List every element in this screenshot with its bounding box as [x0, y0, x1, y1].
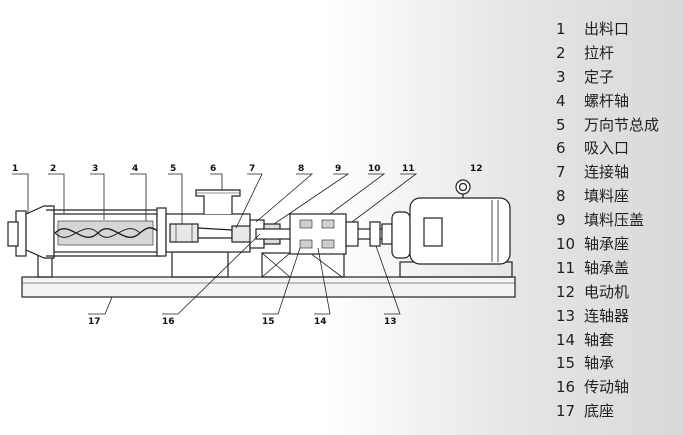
- legend-number: 15: [556, 354, 576, 373]
- legend-label: 填料座: [584, 187, 630, 206]
- legend-label: 底座: [584, 402, 615, 421]
- legend-item: 4 螺杆轴: [556, 90, 659, 114]
- rotor-helix: [54, 227, 161, 239]
- legend-item: 17 底座: [556, 400, 659, 424]
- legend-label: 拉杆: [584, 43, 615, 62]
- callout-17: 17: [88, 317, 101, 327]
- legend-number: 16: [556, 378, 576, 397]
- suction-inlet: [195, 189, 241, 214]
- legend-item: 7 连接轴: [556, 161, 659, 185]
- legend-item: 13 连轴器: [556, 305, 659, 329]
- callout-11: 11: [402, 164, 415, 174]
- legend-item: 9 填料压盖: [556, 209, 659, 233]
- legend-number: 11: [556, 258, 576, 277]
- legend-label: 螺杆轴: [584, 91, 630, 110]
- legend-item: 16 传动轴: [556, 376, 659, 400]
- legend-number: 7: [556, 163, 566, 182]
- legend-number: 8: [556, 187, 566, 206]
- legend-label: 填料压盖: [584, 211, 645, 230]
- callout-9: 9: [335, 164, 341, 174]
- callout-16: 16: [162, 317, 175, 327]
- legend-label: 出料口: [584, 20, 630, 38]
- legend-item: 8 填料座: [556, 185, 659, 209]
- callout-7: 7: [249, 164, 255, 174]
- motor-end-cap: [391, 211, 411, 259]
- discharge-port: [7, 221, 19, 247]
- legend-number: 3: [556, 67, 566, 86]
- callout-2: 2: [50, 164, 56, 174]
- legend-number: 6: [556, 139, 566, 158]
- legend-label: 吸入口: [584, 139, 630, 158]
- legend-label: 连接轴: [584, 163, 630, 182]
- legend-number: 4: [556, 91, 566, 110]
- legend-item: 1 出料口: [556, 18, 659, 42]
- motor-lift-eye: [455, 179, 471, 195]
- legend-label: 轴套: [584, 330, 615, 349]
- legend-number: 5: [556, 115, 566, 134]
- legend-item: 5 万向节总成: [556, 114, 659, 138]
- motor-body: [409, 197, 511, 265]
- legend-label: 连轴器: [584, 306, 630, 325]
- universal-joint: [169, 223, 199, 243]
- motor-terminal-box: [423, 217, 443, 247]
- callout-4: 4: [132, 164, 138, 174]
- legend-number: 14: [556, 330, 576, 349]
- callout-10: 10: [368, 164, 381, 174]
- callout-6: 6: [210, 164, 216, 174]
- bearing-support: [261, 252, 345, 278]
- legend-label: 轴承座: [584, 235, 630, 254]
- legend-item: 11 轴承盖: [556, 257, 659, 281]
- callout-15: 15: [262, 317, 275, 327]
- legend-item: 12 电动机: [556, 281, 659, 305]
- callout-5: 5: [170, 164, 176, 174]
- callout-8: 8: [298, 164, 304, 174]
- legend-label: 轴承盖: [584, 258, 630, 277]
- legend-label: 电动机: [584, 282, 630, 301]
- legend-item: 14 轴套: [556, 329, 659, 353]
- legend-item: 15 轴承: [556, 352, 659, 376]
- callout-12: 12: [470, 164, 483, 174]
- legend-item: 2 拉杆: [556, 42, 659, 66]
- legend-number: 17: [556, 402, 576, 421]
- legend-item: 10 轴承座: [556, 233, 659, 257]
- stator-flange: [156, 207, 167, 257]
- legend-item: 3 定子: [556, 66, 659, 90]
- legend-number: 13: [556, 306, 576, 325]
- connecting-shaft: [197, 227, 233, 239]
- legend-number: 1: [556, 20, 566, 38]
- callout-13: 13: [384, 317, 397, 327]
- legend-label: 万向节总成: [584, 115, 660, 134]
- callout-14: 14: [314, 317, 327, 327]
- legend-label: 轴承: [584, 354, 615, 373]
- legend-number: 9: [556, 211, 566, 230]
- legend-label: 传动轴: [584, 378, 630, 397]
- coupling-left: [369, 221, 381, 247]
- bearing-housing: [289, 213, 347, 255]
- discharge-body: [25, 205, 55, 259]
- callout-1: 1: [12, 164, 18, 174]
- base-plate: [21, 276, 516, 298]
- legend-number: 12: [556, 282, 576, 301]
- coupling-right: [381, 223, 393, 245]
- legend-item: 6 吸入口: [556, 137, 659, 161]
- legend-label: 定子: [584, 67, 615, 86]
- stator-hatch: [57, 220, 154, 246]
- legend-number: 2: [556, 43, 566, 62]
- legend-number: 10: [556, 235, 576, 254]
- bearing-cover: [345, 221, 359, 247]
- callout-3: 3: [92, 164, 98, 174]
